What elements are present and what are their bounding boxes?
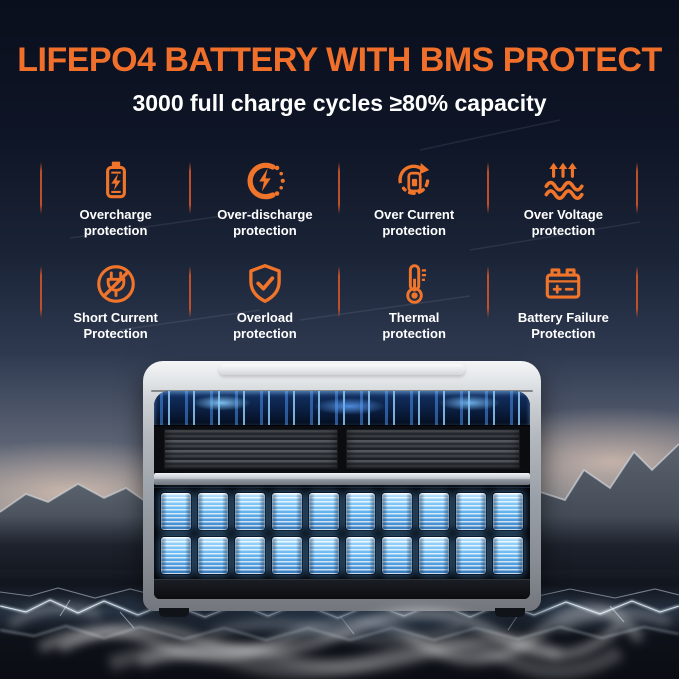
divider: [189, 162, 191, 214]
battery-cell: [307, 536, 340, 575]
battery-cell: [381, 492, 414, 531]
heatsink-block: [346, 429, 520, 469]
over-voltage-icon: [544, 162, 584, 200]
battery-cell: [270, 536, 303, 575]
battery-cell: [196, 536, 229, 575]
battery-cells: [154, 487, 530, 579]
divider: [338, 266, 340, 318]
over-current-icon: [398, 163, 430, 195]
divider: [189, 266, 191, 318]
divider: [40, 162, 42, 214]
divider: [40, 266, 42, 318]
battery-cell: [160, 492, 192, 531]
chassis-bar: [154, 473, 530, 485]
battery-cell: [344, 492, 377, 531]
battery-failure-icon: [546, 268, 581, 299]
battery-cell: [233, 536, 266, 575]
divider: [487, 162, 489, 214]
power-station-interior: [154, 391, 530, 599]
battery-cell: [492, 536, 525, 575]
thermal-thermometer-icon: [406, 264, 427, 304]
overload-shield-check-icon: [249, 264, 281, 303]
battery-cell: [160, 536, 192, 575]
divider: [636, 162, 638, 214]
divider: [487, 266, 489, 318]
battery-cell: [418, 492, 451, 531]
light-streaks: [69, 119, 641, 331]
page-title: LIFEPO4 BATTERY WITH BMS PROTECT: [17, 41, 662, 79]
product-foot: [495, 608, 525, 617]
overcharge-battery-bolt-icon: [105, 161, 126, 199]
battery-cell: [270, 492, 303, 531]
power-station-cutaway: [93, 361, 591, 645]
battery-cell: [418, 536, 451, 575]
battery-cell: [492, 492, 525, 531]
battery-cell-row: [160, 492, 525, 531]
power-station-base: [154, 579, 530, 599]
battery-cell: [455, 492, 488, 531]
battery-cell-row: [160, 536, 525, 575]
battery-cell: [381, 536, 414, 575]
over-discharge-icon: [247, 162, 285, 200]
heatsink: [154, 427, 530, 471]
heatsink-block: [164, 429, 338, 469]
short-current-plug-icon: [96, 265, 135, 303]
battery-cell: [233, 492, 266, 531]
battery-cell: [196, 492, 229, 531]
battery-cell: [455, 536, 488, 575]
divider: [338, 162, 340, 214]
bms-circuit-board: [154, 391, 530, 426]
battery-cell: [344, 536, 377, 575]
divider: [636, 266, 638, 318]
page-subtitle: 3000 full charge cycles ≥80% capacity: [132, 90, 547, 116]
battery-cell: [307, 492, 340, 531]
product-foot: [159, 608, 189, 617]
